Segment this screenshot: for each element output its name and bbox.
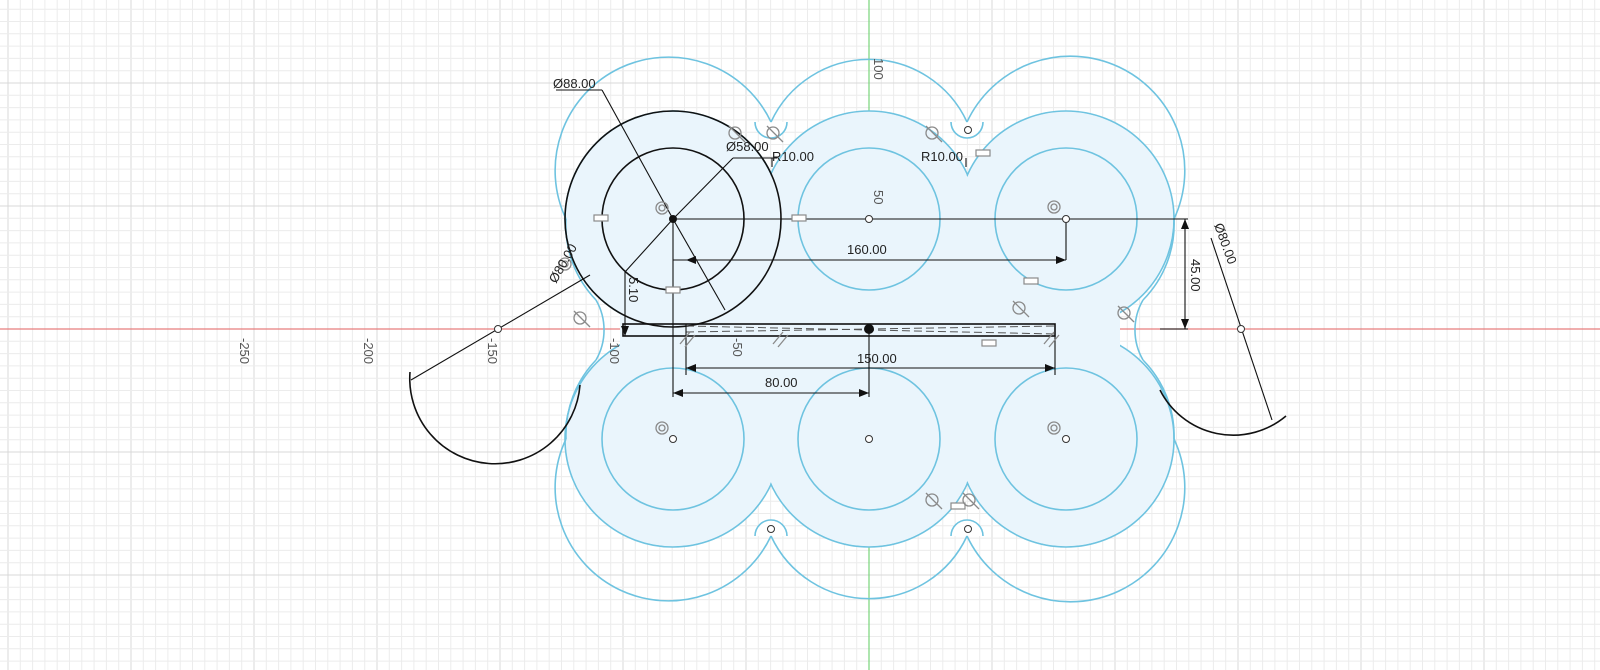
sketch-point-icon [669,215,677,223]
dimension-radius-left[interactable]: R10.00 [772,149,814,164]
constraint-glyph-icon [655,421,669,435]
x-tick-label: -250 [237,338,252,364]
y-tick-label: 100 [871,58,886,80]
sketch-point-icon [1062,215,1070,223]
constraint-glyph-icon [962,492,980,510]
constraint-glyph-icon [558,257,572,271]
constraint-glyph-icon [772,331,789,348]
right-arc-80[interactable] [1159,389,1287,436]
origin-point-icon [864,324,874,334]
profile-region[interactable] [554,55,1186,603]
sketch-point-icon [494,325,502,333]
constraint-glyph-icon [1043,331,1060,348]
sketch-point-icon [865,215,873,223]
sketch-point-icon [1062,435,1070,443]
sketch-point-icon [1237,325,1245,333]
dimension-dia-80-right[interactable]: Ø80.00 [1211,221,1240,266]
sketch-point-icon [669,435,677,443]
x-tick-label: -50 [730,338,745,357]
dimension-80[interactable]: 80.00 [765,375,798,390]
dimension-160[interactable]: 160.00 [847,242,887,257]
constraint-glyph-icon [655,201,669,215]
constraint-glyph-icon [728,125,746,143]
y-tick-label: 50 [871,190,886,204]
sketch-point-icon [865,435,873,443]
sketch-point-icon [964,525,972,533]
x-tick-label: -100 [607,338,622,364]
dimension-radius-right[interactable]: R10.00 [921,149,963,164]
constraint-glyph-icon [925,492,943,510]
constraint-glyph-icon [679,331,696,348]
constraint-glyph-icon [665,286,681,294]
constraint-glyph-icon [1117,305,1135,323]
constraint-glyph-icon [1012,300,1030,318]
left-arc-80[interactable] [408,371,581,465]
constraint-glyph-icon [981,339,997,347]
constraint-glyph-icon [593,214,609,222]
constraint-glyph-icon [766,125,784,143]
x-tick-label: -200 [361,338,376,364]
x-tick-label: -150 [485,338,500,364]
dimension-dia-58[interactable]: Ø58.00 [726,139,769,154]
constraint-glyph-icon [573,310,591,328]
dimension-5-10[interactable]: 5.10 [626,277,641,302]
constraint-glyph-icon [791,214,807,222]
constraint-glyph-icon [1047,421,1061,435]
sketch-point-icon [767,525,775,533]
dimension-150[interactable]: 150.00 [857,351,897,366]
constraint-glyphs[interactable] [558,125,1135,510]
dimension-dia-88[interactable]: Ø88.00 [553,76,596,91]
constraint-glyph-icon [975,149,991,157]
constraint-glyph-icon [925,125,943,143]
dimension-arrows [621,219,1189,397]
constraint-glyph-icon [950,502,966,510]
dimension-45[interactable]: 45.00 [1188,259,1203,292]
constraint-glyph-icon [1047,200,1061,214]
constraint-glyph-icon [1023,277,1039,285]
sketch-points[interactable] [494,126,1245,533]
sketch-point-icon [964,126,972,134]
inner-circle-bottom-right [994,367,1138,511]
